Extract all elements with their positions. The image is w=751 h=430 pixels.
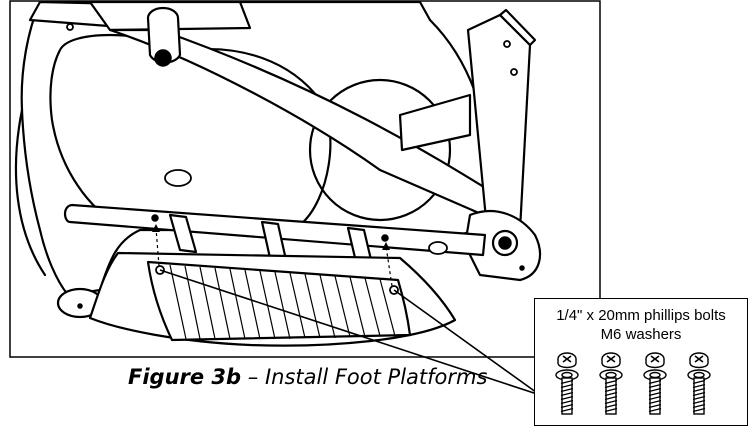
- bolt-with-washer-icon: [643, 352, 667, 415]
- bolt-with-washer-icon: [599, 352, 623, 415]
- frame-hole-1: [66, 23, 74, 31]
- leader-line-right: [393, 289, 541, 396]
- bolt-set: [555, 352, 711, 415]
- caption-separator: –: [241, 365, 265, 389]
- rail-dot: [519, 265, 525, 271]
- tower-front: [498, 8, 537, 47]
- hardware-washers-label: M6 washers: [600, 326, 682, 343]
- frame-hole-3: [510, 68, 518, 76]
- hub-ring: [428, 241, 448, 255]
- left-rail: [14, 108, 47, 277]
- hardware-callout: 1/4" x 20mm phillips bolts M6 washers: [534, 298, 748, 426]
- leader-line-left: [159, 269, 541, 396]
- post-hole: [154, 49, 172, 67]
- tube-hole-left: [151, 214, 159, 222]
- frame-hole-2: [503, 40, 511, 48]
- hub-hole: [498, 236, 512, 250]
- foot-pad-hatching: [169, 264, 396, 340]
- center-hole: [164, 169, 192, 187]
- align-arrow-right: [385, 245, 393, 287]
- figure-caption: Figure 3b – Install Foot Platforms: [128, 365, 528, 389]
- bracket-1: [168, 213, 198, 254]
- rear-disc: [308, 78, 452, 222]
- tube-hole-right: [381, 234, 389, 242]
- wheel-dot: [77, 303, 83, 309]
- align-arrow-left: [155, 227, 160, 267]
- figure-number: Figure 3b: [128, 365, 242, 389]
- figure-title: Install Foot Platforms: [264, 365, 488, 389]
- arrowhead-left: [152, 224, 160, 232]
- bolt-with-washer-icon: [555, 352, 579, 415]
- side-panel: [398, 93, 472, 152]
- hardware-bolts-label: 1/4" x 20mm phillips bolts: [556, 307, 726, 324]
- arrowhead-right: [382, 242, 390, 250]
- bolt-with-washer-icon: [687, 352, 711, 415]
